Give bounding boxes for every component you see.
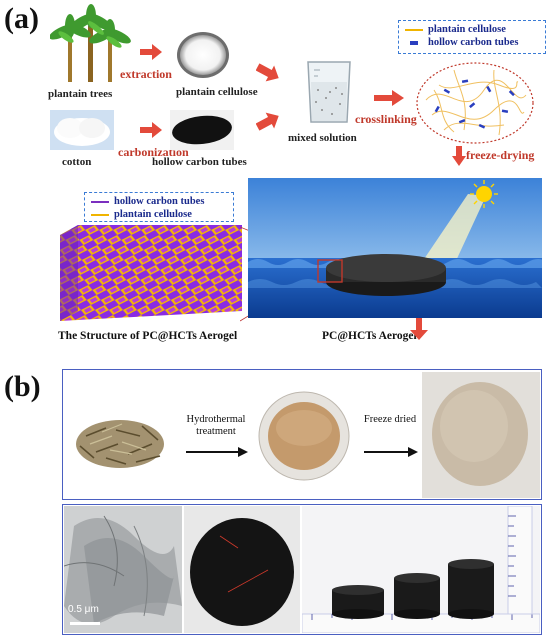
arrow-to-structure [410,318,428,345]
structure-caption: The Structure of PC@HCTs Aerogel [58,330,238,342]
plantain-trees-image [49,4,132,84]
legend-top-item-pc: plantain cellulose [405,23,539,36]
crosslinking-label: crosslinking [355,112,417,126]
dry-plantain-photo [66,386,176,482]
legend-bottom-item1-label: hollow carbon tubes [114,196,205,207]
hollow-carbon-tubes-label: hollow carbon tubes [152,156,247,168]
legend-bottom-item2-label: plantain cellulose [114,209,192,220]
white-aerogel-photo [422,372,540,498]
panel-b-letter: (b) [4,370,41,403]
mixed-solution-label: mixed solution [288,132,357,144]
extraction-label: extraction [120,67,172,81]
aerogel-caption: PC@HCTs Aerogel [322,330,417,342]
plantain-cellulose-image [175,30,231,80]
arrow-crosslinking [374,90,404,111]
tem-micrograph [64,506,182,633]
legend-top-item2-label: hollow carbon tubes [428,37,519,48]
arrow-freeze-drying [452,146,466,171]
legend-top-item-hct: hollow carbon tubes [405,36,539,49]
cotton-label: cotton [62,156,92,168]
scale-bar-label: 0.5 μm [68,604,99,615]
black-aerogel-disk-photo [184,506,300,633]
legend-bottom: hollow carbon tubes plantain cellulose [84,192,234,222]
legend-bottom-item-hct: hollow carbon tubes [91,195,227,208]
panel-a-letter: (a) [4,2,39,35]
plantain-trees-label: plantain trees [48,88,113,100]
freeze-drying-label: freeze-drying [466,148,535,162]
suspension-dish-photo [254,380,354,488]
legend-top-item1-label: plantain cellulose [428,24,506,35]
plantain-cellulose-label: plantain cellulose [176,86,258,98]
legend-top: plantain cellulose hollow carbon tubes [398,20,546,54]
legend-bottom-item-pc: plantain cellulose [91,208,227,221]
mixed-solution-beaker [302,58,356,126]
hollow-carbon-tubes-image [170,110,234,150]
hct-line-swatch [91,200,109,203]
aerogel-structure-render [60,225,242,321]
cotton-image [50,110,114,150]
arrow-extraction [140,44,162,65]
three-aerogel-cylinders-photo [302,506,540,633]
hydrothermal-treatment-label: Hydrothermal treatment [186,414,246,437]
pc-swatch [405,28,423,31]
crosslinked-network-diagram [414,60,536,146]
arrow-to-mixed-top [255,62,282,89]
arrow-carbonization [140,122,162,143]
hct-swatch [410,40,418,45]
aerogel-ocean-scene [248,178,542,318]
pc-line-swatch [91,213,109,216]
arrow-to-mixed-bottom [255,110,282,137]
arrow-hydrothermal [186,444,248,462]
freeze-dried-label: Freeze dried [363,414,417,425]
arrow-freeze-dried [364,444,418,462]
